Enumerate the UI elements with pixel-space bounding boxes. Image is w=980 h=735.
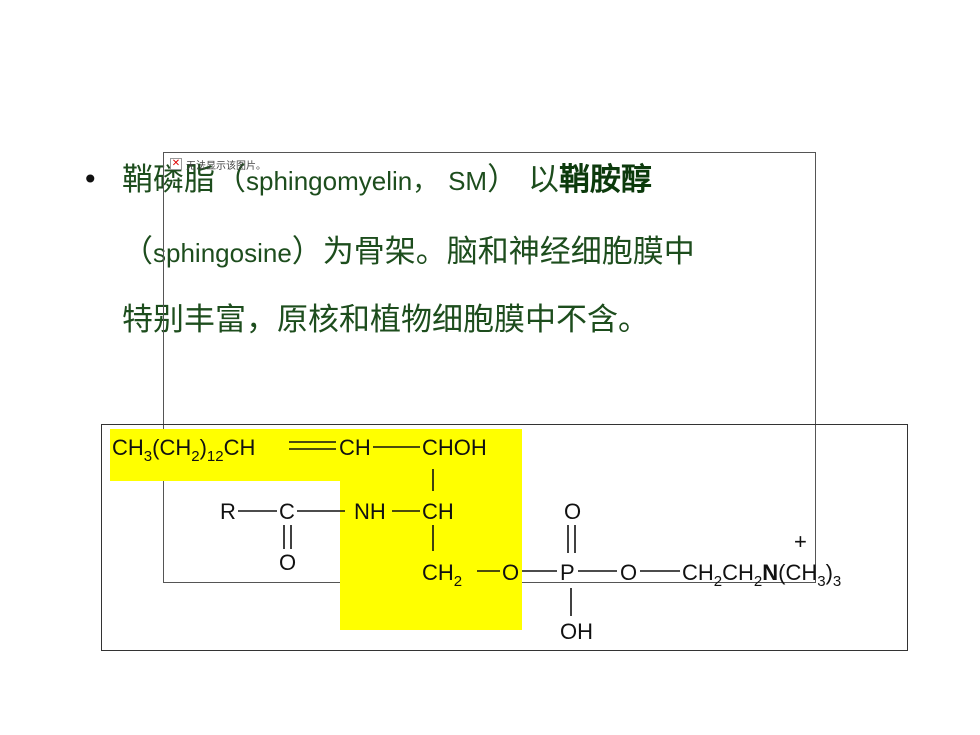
- label-o-link: O: [502, 560, 519, 585]
- label-ch-mid: CH: [339, 435, 371, 460]
- paren-close-2: ）: [291, 234, 323, 270]
- english-name-2: sphingosine: [153, 238, 292, 268]
- label-c: C: [279, 499, 295, 524]
- broken-image-icon: ✕: [170, 158, 182, 170]
- abbreviation: SM: [448, 166, 488, 196]
- backbone-term: 鞘胺醇: [558, 162, 652, 198]
- connector: 以: [527, 162, 559, 198]
- label-ch2ch2n: CH2CH2N(CH3)3: [682, 560, 841, 590]
- text-line-3: 特别丰富，原核和植物细胞膜中不含。: [122, 302, 649, 338]
- broken-image-message: 无法显示该图片。: [186, 161, 266, 172]
- label-chohh: CHOH: [422, 435, 487, 460]
- label-ch2-bottom: CH2: [422, 560, 462, 590]
- text-line-1: 鞘磷脂（sphingomyelin， SM） 以鞘胺醇: [122, 160, 652, 201]
- sphingomyelin-structure: CH3(CH2)12CH CH CHOH R C NH CH O CH2: [101, 424, 908, 651]
- label-p: P: [560, 560, 575, 585]
- label-o-right: O: [620, 560, 637, 585]
- text-line-2: （sphingosine）为骨架。脑和神经细胞膜中: [122, 232, 695, 273]
- label-ch-nh: CH: [422, 499, 454, 524]
- label-nh: NH: [354, 499, 386, 524]
- paren-open: （: [215, 162, 246, 198]
- label-ch3: CH3(CH2)12CH: [112, 435, 255, 465]
- label-o-carbonyl: O: [279, 550, 296, 575]
- paren-open-2: （: [122, 234, 153, 270]
- label-r: R: [220, 499, 236, 524]
- label-plus-charge: +: [794, 529, 807, 554]
- highlight-sphingosine-body: [340, 429, 522, 630]
- label-o-top: O: [564, 499, 581, 524]
- paren-close: ）: [487, 162, 519, 198]
- line2-rest: 为骨架。脑和神经细胞膜中: [322, 234, 695, 270]
- english-name: sphingomyelin，: [246, 166, 439, 196]
- label-oh: OH: [560, 619, 593, 644]
- bullet: •: [82, 163, 99, 196]
- term: 鞘磷脂: [122, 162, 215, 198]
- structure-svg: CH3(CH2)12CH CH CHOH R C NH CH O CH2: [110, 429, 841, 644]
